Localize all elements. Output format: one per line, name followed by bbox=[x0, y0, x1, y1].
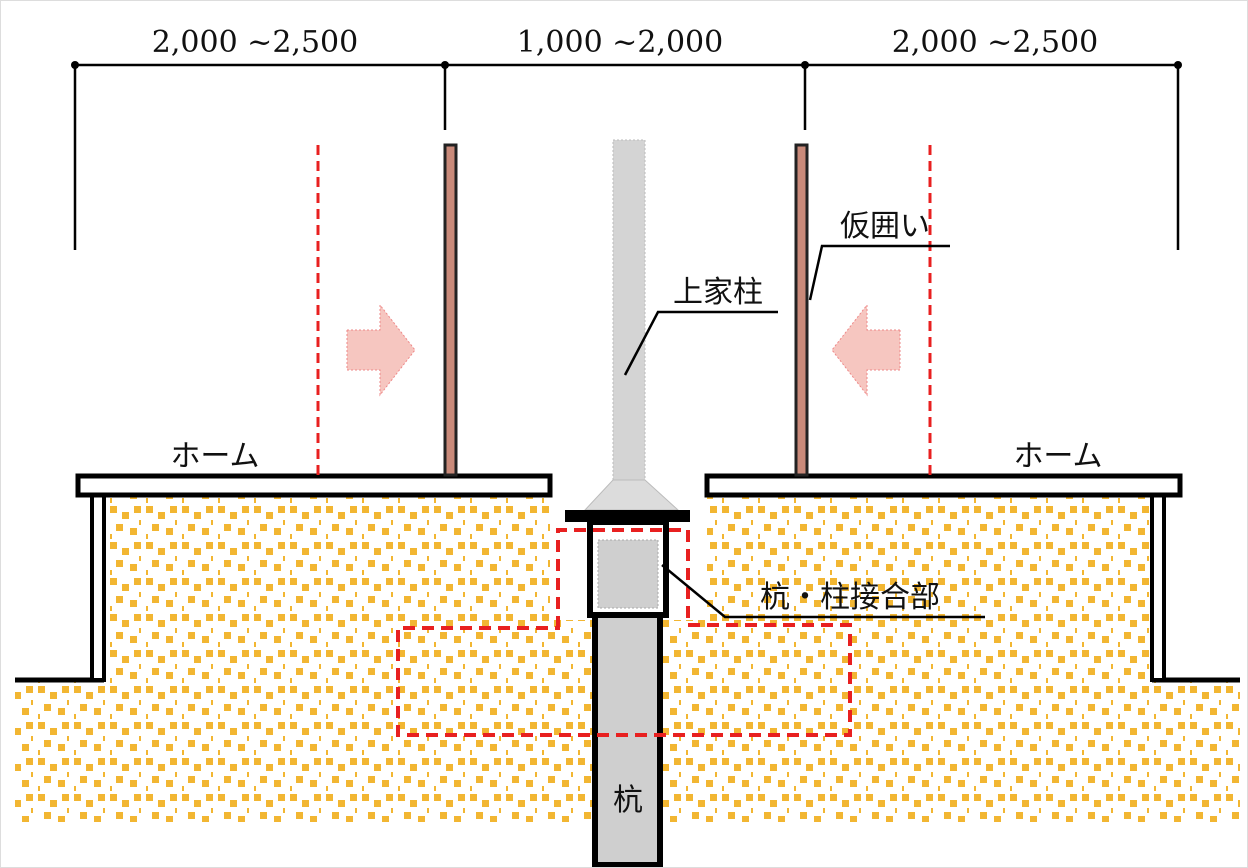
platform-right-label: ホーム bbox=[1013, 439, 1102, 474]
column-label: 上家柱 bbox=[673, 275, 763, 310]
platform-left-label: ホーム bbox=[170, 439, 259, 474]
fence-leader bbox=[808, 244, 950, 301]
dimension-right: 2,000 ~2,500 bbox=[892, 25, 1098, 60]
fence-left bbox=[443, 143, 458, 477]
pile-label: 杭 bbox=[613, 783, 643, 818]
fence-right bbox=[794, 143, 809, 477]
joint-leader bbox=[661, 564, 985, 619]
column-base bbox=[583, 479, 680, 511]
column-leader bbox=[623, 310, 778, 376]
arrow-left-icon bbox=[831, 303, 901, 397]
arrow-right-icon bbox=[346, 303, 416, 397]
platform-left bbox=[75, 473, 553, 498]
dimension-dots bbox=[71, 61, 1182, 69]
dimension-line bbox=[73, 63, 1180, 250]
pile bbox=[592, 612, 663, 868]
pile-cap-core bbox=[597, 539, 659, 609]
fence-label: 仮囲い bbox=[840, 209, 930, 244]
joint-label: 杭・柱接合部 bbox=[760, 580, 940, 615]
roof-column bbox=[612, 139, 646, 513]
platform-right bbox=[704, 473, 1183, 498]
retaining-wall-right bbox=[1150, 493, 1166, 682]
dimension-left: 2,000 ~2,500 bbox=[152, 25, 358, 60]
retaining-wall-left bbox=[90, 493, 106, 682]
dimension-center: 1,000 ~2,000 bbox=[517, 25, 723, 60]
excavation-outline bbox=[396, 528, 852, 737]
